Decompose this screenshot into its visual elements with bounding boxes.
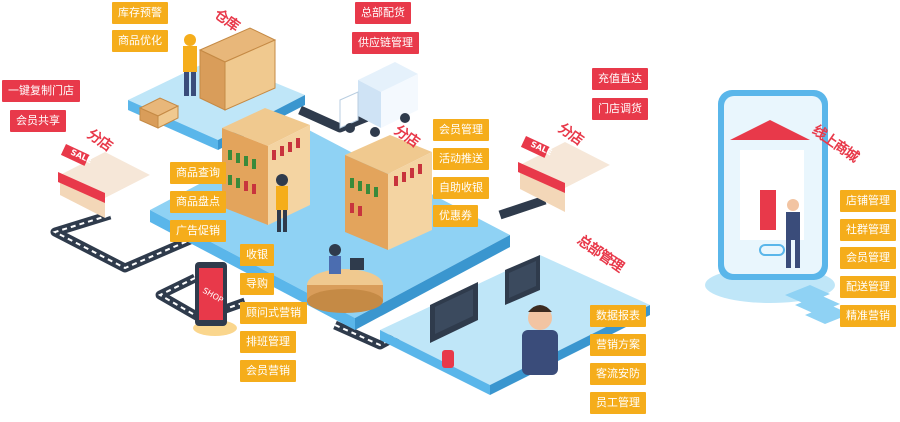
path-right-store <box>498 195 547 220</box>
tag-cashier: 收银 <box>240 244 274 266</box>
delivery-truck <box>339 62 418 137</box>
tag-delivery-mgmt: 配送管理 <box>840 276 896 298</box>
tag-member-share: 会员共享 <box>10 110 66 132</box>
shelf-left <box>222 108 310 225</box>
tag-traffic-security: 客流安防 <box>590 363 646 385</box>
tag-community-mgmt: 社群管理 <box>840 219 896 241</box>
warehouse-boxes <box>138 27 277 129</box>
tag-precision-marketing: 精准营销 <box>840 305 896 327</box>
tag-self-checkout: 自助收银 <box>433 177 489 199</box>
tag-product-optimization: 商品优化 <box>112 30 168 52</box>
tag-coupon: 优惠券 <box>433 205 478 227</box>
tag-stocktake: 商品盘点 <box>170 191 226 213</box>
tag-store-transfer: 门店调货 <box>592 98 648 120</box>
tag-staff-mgmt: 员工管理 <box>590 392 646 414</box>
tag-consultative-marketing: 顾问式营销 <box>240 302 307 324</box>
tag-shop-mgmt: 店铺管理 <box>840 190 896 212</box>
tag-event-push: 活动推送 <box>433 148 489 170</box>
tag-scheduling: 排班管理 <box>240 331 296 353</box>
shop-kiosk: SHOP <box>193 262 237 336</box>
tag-data-report: 数据报表 <box>590 305 646 327</box>
tag-shopping-guide: 导购 <box>240 273 274 295</box>
mobile-phone-illustration <box>705 90 850 324</box>
tag-member-marketing: 会员营销 <box>240 360 296 382</box>
tag-supply-chain: 供应链管理 <box>352 32 419 54</box>
right-store-building: SALE <box>518 136 610 212</box>
tag-copy-store: 一键复制门店 <box>2 80 80 102</box>
tag-online-member-mgmt: 会员管理 <box>840 247 896 269</box>
tag-member-mgmt: 会员管理 <box>433 119 489 141</box>
tag-marketing-plan: 营销方案 <box>590 334 646 356</box>
shopper-person <box>276 174 288 232</box>
warehouse-worker <box>183 34 197 96</box>
tag-product-query: 商品查询 <box>170 162 226 184</box>
office-computers <box>430 255 540 368</box>
office-person <box>522 305 558 375</box>
checkout-counter <box>307 244 383 313</box>
tag-ad-promo: 广告促销 <box>170 220 226 242</box>
tag-inventory-alert: 库存预警 <box>112 2 168 24</box>
tag-hq-distribution: 总部配货 <box>355 2 411 24</box>
tag-recharge: 充值直达 <box>592 68 648 90</box>
left-store-building: SALE <box>58 144 150 218</box>
shelf-right <box>345 135 432 250</box>
